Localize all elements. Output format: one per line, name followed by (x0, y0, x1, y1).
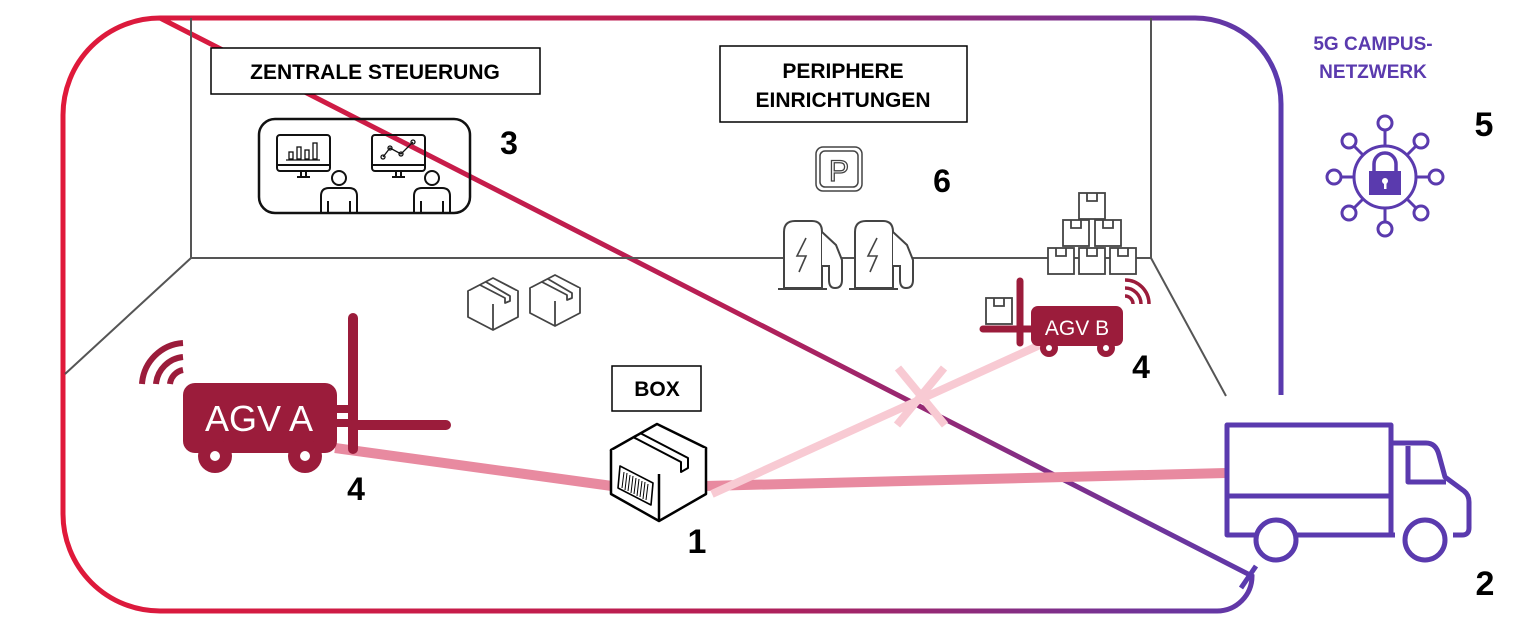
charging-station-icon (778, 220, 843, 290)
blocked-x-icon (893, 365, 949, 428)
route-box-to-agv-b-blocked (710, 341, 1042, 498)
agv-b: AGV B (979, 277, 1151, 357)
number-1: 1 (688, 523, 707, 561)
room-walls (64, 18, 1227, 397)
peripheral-label-line2: EINRICHTUNGEN (755, 89, 930, 112)
number-4-agv-a: 4 (347, 471, 365, 507)
number-4-agv-b: 4 (1132, 349, 1150, 385)
network-label-line2: NETZWERK (1319, 62, 1427, 83)
agv-a: AGV A (139, 313, 451, 473)
stacked-packages-icon (1047, 192, 1137, 275)
wifi-icon (139, 340, 184, 385)
agv-a-label: AGV A (205, 398, 313, 439)
wifi-icon (1124, 278, 1151, 305)
parking-icon: P (815, 146, 863, 192)
svg-text:P: P (829, 155, 849, 188)
package-icon (985, 297, 1013, 325)
border-segment (1238, 564, 1259, 590)
peripheral-label-box: PERIPHERE EINRICHTUNGEN (719, 45, 968, 123)
charging-station-icon (849, 220, 914, 290)
route-box-to-truck (704, 468, 1227, 491)
truck-icon (1224, 422, 1472, 563)
agv-b-label: AGV B (1045, 317, 1109, 340)
routes (334, 341, 1227, 498)
lock-icon (1369, 151, 1401, 195)
number-2: 2 (1476, 565, 1495, 603)
route-agv-a-to-box (334, 443, 613, 491)
package-icon (529, 274, 581, 327)
central-control-label: ZENTRALE STEUERUNG (250, 61, 500, 84)
number-3: 3 (500, 125, 518, 161)
package-icon (467, 277, 519, 331)
network-label-line1: 5G CAMPUS- (1313, 34, 1432, 55)
campus-network-border (60, 15, 1284, 614)
number-6: 6 (933, 163, 951, 199)
box-label-box: BOX (611, 365, 702, 412)
number-5: 5 (1475, 106, 1494, 144)
peripheral-label-line1: PERIPHERE (782, 60, 903, 83)
control-room-icon (257, 117, 472, 215)
central-control-label-box: ZENTRALE STEUERUNG (210, 47, 541, 95)
box-label: BOX (634, 378, 680, 401)
secure-network-icon (1325, 114, 1445, 238)
box-with-barcode-icon (609, 422, 708, 523)
